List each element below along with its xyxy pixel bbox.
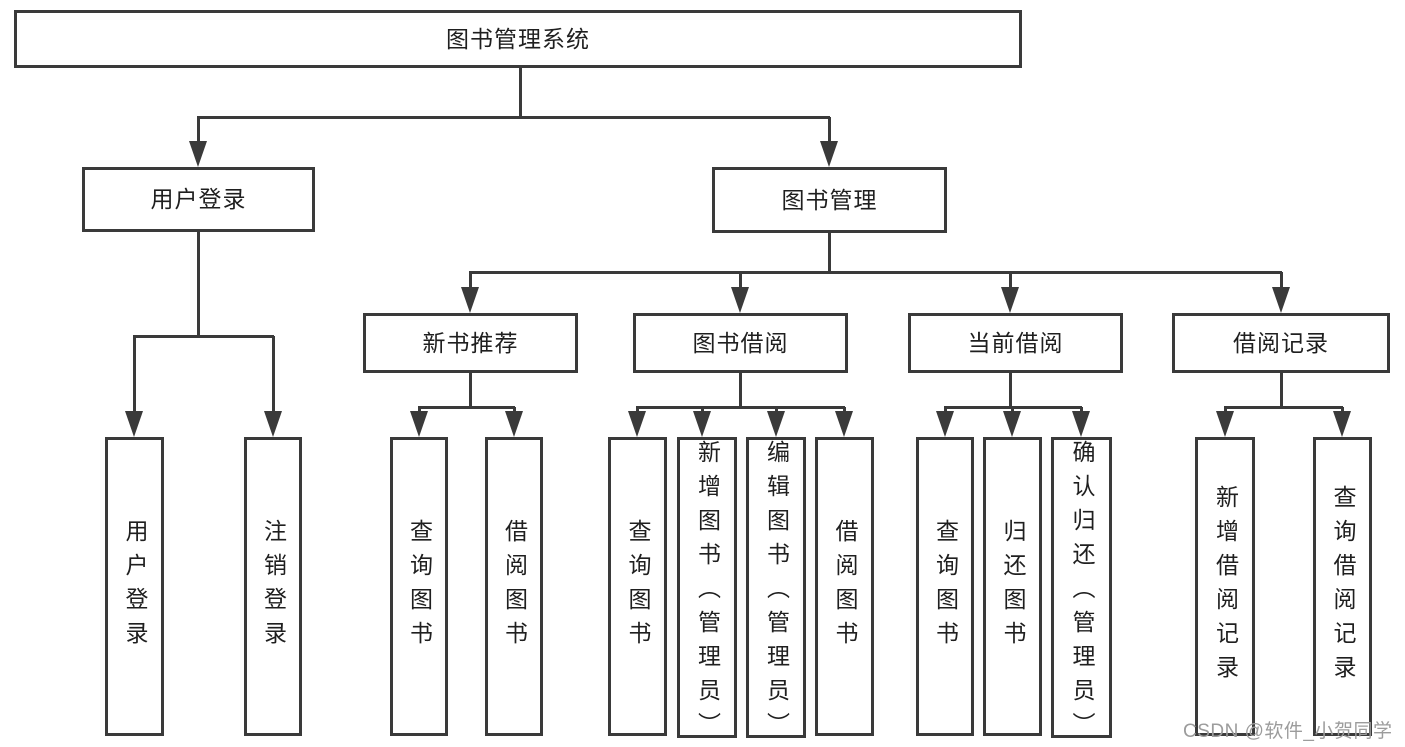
node-label-book-mgmt: 图书管理 xyxy=(781,186,878,213)
connector-line xyxy=(272,336,275,416)
node-label-leaf-br-query: 查询借阅记录 xyxy=(1330,484,1356,689)
connector-line xyxy=(519,68,522,117)
connector-line xyxy=(418,406,515,409)
connector-line xyxy=(197,232,200,336)
connector-line xyxy=(1280,272,1283,290)
node-leaf-bb-borrow: 借阅图书 xyxy=(815,437,874,736)
connector-line xyxy=(1280,373,1283,407)
arrowhead-down-icon xyxy=(628,411,646,437)
arrowhead-down-icon xyxy=(731,287,749,313)
arrowhead-down-icon xyxy=(1003,411,1021,437)
node-label-leaf-bb-edit: 编辑图书（管理员） xyxy=(763,440,790,746)
node-label-leaf-bb-borrow: 借阅图书 xyxy=(832,518,858,655)
connector-line xyxy=(1009,272,1012,290)
arrowhead-down-icon xyxy=(1216,411,1234,437)
node-label-leaf-cb-query: 查询图书 xyxy=(932,518,959,655)
node-leaf-user-login: 用户登录 xyxy=(105,437,164,736)
node-leaf-br-add: 新增借阅记录 xyxy=(1195,437,1255,736)
node-label-leaf-cb-confirm: 确认归还（管理员） xyxy=(1069,440,1095,746)
node-label-leaf-bb-query: 查询图书 xyxy=(625,518,651,655)
node-label-leaf-logout: 注销登录 xyxy=(260,518,287,655)
node-label-leaf-bb-add: 新增图书（管理员） xyxy=(694,440,721,746)
node-label-new-book-rec: 新书推荐 xyxy=(422,329,519,356)
arrowhead-down-icon xyxy=(264,411,282,437)
node-label-book-borrow: 图书借阅 xyxy=(692,329,789,356)
arrowhead-down-icon xyxy=(936,411,954,437)
node-label-borrow-records: 借阅记录 xyxy=(1233,329,1329,356)
connector-line xyxy=(739,272,742,290)
node-new-book-rec: 新书推荐 xyxy=(363,313,578,373)
node-leaf-nb-query: 查询图书 xyxy=(390,437,448,736)
node-current-borrow: 当前借阅 xyxy=(908,313,1123,373)
node-label-current-borrow: 当前借阅 xyxy=(967,329,1064,356)
connector-line xyxy=(469,272,472,290)
connector-line xyxy=(469,373,472,407)
node-label-leaf-nb-query: 查询图书 xyxy=(406,518,433,655)
node-root: 图书管理系统 xyxy=(14,10,1022,68)
node-borrow-records: 借阅记录 xyxy=(1172,313,1390,373)
arrowhead-down-icon xyxy=(1072,411,1090,437)
arrowhead-down-icon xyxy=(767,411,785,437)
node-user-login: 用户登录 xyxy=(82,167,315,232)
node-label-leaf-cb-return: 归还图书 xyxy=(1000,518,1026,655)
node-label-leaf-br-add: 新增借阅记录 xyxy=(1212,484,1239,689)
node-label-leaf-user-login: 用户登录 xyxy=(122,518,148,655)
watermark: CSDN @软件_小贺同学 xyxy=(1183,721,1393,742)
arrowhead-down-icon xyxy=(189,141,207,167)
connector-line xyxy=(739,373,742,407)
node-leaf-cb-return: 归还图书 xyxy=(983,437,1042,736)
node-book-mgmt: 图书管理 xyxy=(712,167,947,233)
node-leaf-bb-add: 新增图书（管理员） xyxy=(677,437,737,746)
arrowhead-down-icon xyxy=(820,141,838,167)
arrowhead-down-icon xyxy=(693,411,711,437)
connector-line xyxy=(133,336,136,416)
arrowhead-down-icon xyxy=(125,411,143,437)
connector-line xyxy=(1224,406,1343,409)
node-leaf-bb-query: 查询图书 xyxy=(608,437,667,736)
node-leaf-cb-confirm: 确认归还（管理员） xyxy=(1051,437,1112,746)
connector-line xyxy=(828,117,831,145)
connector-line xyxy=(828,233,831,272)
node-leaf-nb-borrow: 借阅图书 xyxy=(485,437,543,736)
node-leaf-bb-edit: 编辑图书（管理员） xyxy=(746,437,806,746)
arrowhead-down-icon xyxy=(1272,287,1290,313)
connector-line xyxy=(133,335,274,338)
connector-line xyxy=(197,116,830,119)
arrowhead-down-icon xyxy=(835,411,853,437)
node-leaf-cb-query: 查询图书 xyxy=(916,437,974,736)
node-leaf-br-query: 查询借阅记录 xyxy=(1313,437,1372,736)
arrowhead-down-icon xyxy=(1001,287,1019,313)
arrowhead-down-icon xyxy=(461,287,479,313)
node-label-root: 图书管理系统 xyxy=(446,25,590,52)
node-label-user-login: 用户登录 xyxy=(150,186,247,212)
arrowhead-down-icon xyxy=(1333,411,1351,437)
arrowhead-down-icon xyxy=(505,411,523,437)
connector-line xyxy=(197,117,200,145)
connector-line xyxy=(469,271,1282,274)
connector-line xyxy=(636,406,845,409)
arrowhead-down-icon xyxy=(410,411,428,437)
node-book-borrow: 图书借阅 xyxy=(633,313,848,373)
node-label-leaf-nb-borrow: 借阅图书 xyxy=(501,518,528,655)
node-leaf-logout: 注销登录 xyxy=(244,437,302,736)
connector-line xyxy=(1009,373,1012,407)
